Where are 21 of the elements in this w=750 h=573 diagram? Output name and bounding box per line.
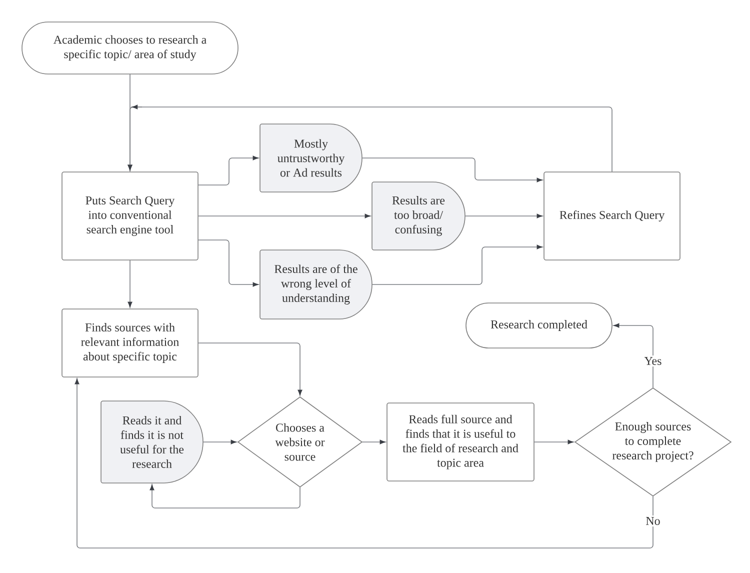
arrow <box>464 214 542 218</box>
arrow <box>128 260 132 308</box>
arrow <box>198 240 258 287</box>
arrow <box>362 158 542 182</box>
arrow <box>198 342 302 396</box>
process-box: Reads full source and finds that it is useful to the field of research and topic area <box>386 402 534 482</box>
arrow <box>372 244 542 285</box>
edge-label: No <box>644 516 662 526</box>
process-box: Finds sources with relevant information about specific topic <box>62 308 198 378</box>
process-box: Puts Search Query into conventional search engine tool <box>62 172 198 260</box>
arrow <box>198 214 370 218</box>
arrow <box>74 378 654 548</box>
arrow <box>198 156 258 186</box>
arrow <box>614 323 654 388</box>
arrow <box>362 440 386 444</box>
edge-label: Yes <box>642 356 664 366</box>
arrow <box>534 440 574 444</box>
arrow <box>128 104 612 172</box>
arrow <box>150 484 300 508</box>
arrow <box>202 440 236 444</box>
process-box: Refines Search Query <box>544 172 680 260</box>
